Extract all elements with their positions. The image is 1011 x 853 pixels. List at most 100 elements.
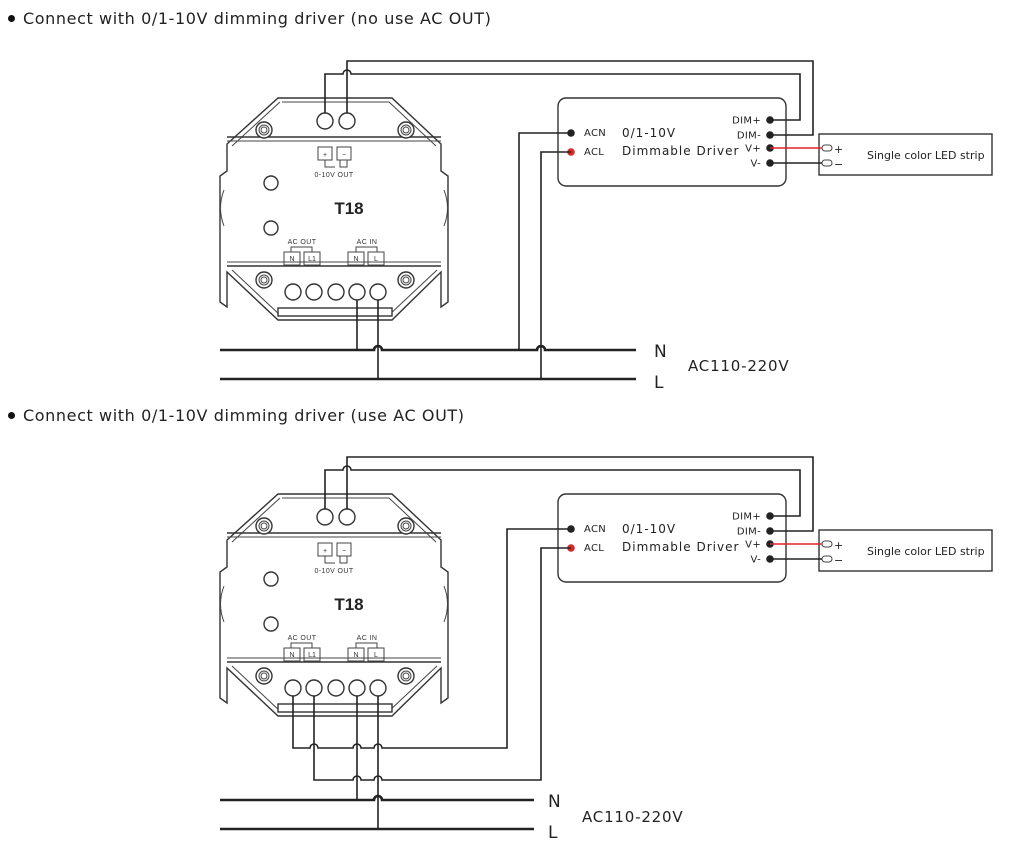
driver-terminal-acn-label: ACN [584, 524, 606, 535]
terminal-ac-out-l1-label: L1 [308, 256, 316, 263]
terminal-ac-in-l [367, 251, 385, 266]
mains-neutral [220, 344, 636, 352]
wire-ac-out-l1 [313, 547, 571, 781]
terminal-ac-in-l [367, 647, 385, 662]
terminal-ac-out-n [283, 647, 301, 662]
driver-terminal-acn-label: ACN [584, 128, 606, 139]
ac-in-label: AC IN [357, 635, 378, 642]
led-minus-label: − [834, 554, 843, 567]
knob-icon [263, 571, 279, 587]
driver-terminal-out-label-0: DIM+ [732, 512, 761, 523]
device-body [219, 493, 449, 717]
screw-icon [400, 124, 412, 136]
device-body [219, 97, 449, 321]
cable-gland-bottom-0 [284, 283, 302, 301]
mains-line-label: L [548, 823, 558, 843]
terminal-dim-plus-label: + [323, 548, 327, 555]
terminal-ac-in-n [347, 647, 365, 662]
mains-neutral [220, 794, 534, 802]
knob-icon [263, 616, 279, 632]
terminal-ac-out-n-label: N [289, 652, 294, 659]
screw-icon [397, 517, 415, 535]
led-plus-label: + [834, 539, 843, 552]
driver-terminal-out-label-3: V- [751, 159, 762, 170]
device-side-grip [220, 585, 225, 623]
terminal-bracket [290, 642, 378, 648]
cable-gland-dim-minus [338, 508, 356, 526]
bullet-icon [8, 412, 15, 419]
terminal-dim-minus [336, 146, 352, 161]
ac-out-label: AC OUT [288, 635, 317, 642]
device-side-grip [220, 189, 225, 227]
screw-icon [258, 124, 270, 136]
led-strip-label: Single color LED strip [867, 545, 985, 558]
cable-gland-bottom-4 [369, 283, 387, 301]
led-strip [818, 529, 993, 572]
wire-dim-minus [346, 456, 814, 532]
driver-title-line2: Dimmable Driver [622, 144, 739, 158]
driver-terminal-out-label-1: DIM- [737, 131, 761, 142]
terminal-ac-in-n-label: N [353, 652, 358, 659]
terminal-ac-out-n [283, 251, 301, 266]
screw-icon [255, 517, 273, 535]
screw-icon [258, 520, 270, 532]
led-strip [818, 133, 993, 176]
cable-gland-bottom-1 [305, 283, 323, 301]
screw-icon [260, 672, 268, 680]
cable-gland-bottom-1 [305, 679, 323, 697]
wire-dim-minus [346, 60, 814, 136]
screw-icon [397, 667, 415, 685]
dimmable-driver [557, 493, 787, 583]
led-strip-label: Single color LED strip [867, 149, 985, 162]
knob-icon [263, 220, 279, 236]
cable-gland-bottom-3 [348, 283, 366, 301]
driver-terminal-out-label-3: V- [751, 555, 762, 566]
ground-symbol-icon [324, 556, 348, 564]
cable-gland-dim-plus [316, 112, 334, 130]
screw-icon [258, 670, 270, 682]
bullet-icon [8, 15, 15, 22]
driver-title-line1: 0/1-10V [622, 522, 676, 536]
driver-terminal-acl-label: ACL [584, 147, 604, 158]
dim-out-label: 0-10V OUT [315, 172, 354, 179]
mains-voltage-label: AC110-220V [688, 357, 789, 375]
mains-neutral-label: N [548, 792, 561, 812]
screw-icon [255, 271, 273, 289]
driver-terminal-acl-label: ACL [584, 543, 604, 554]
cable-gland-bottom-2 [327, 283, 345, 301]
screw-icon [260, 522, 268, 530]
driver-terminal-out-label-1: DIM- [737, 527, 761, 538]
screw-icon [402, 276, 410, 284]
dimmable-driver [557, 97, 787, 187]
device-base-plate [277, 307, 393, 317]
cable-gland-bottom-0 [284, 679, 302, 697]
device-body-edge [231, 101, 437, 147]
device-side-grip [443, 189, 448, 227]
screw-icon [400, 520, 412, 532]
led-minus-label: − [834, 158, 843, 171]
terminal-ac-out-l1 [303, 647, 321, 662]
terminal-dim-minus-label: − [342, 548, 346, 555]
driver-title-line2: Dimmable Driver [622, 540, 739, 554]
heading-text: Connect with 0/1-10V dimming driver (no … [23, 9, 492, 28]
section-heading-no-ac-out: Connect with 0/1-10V dimming driver (no … [8, 9, 491, 28]
knob-icon [263, 175, 279, 191]
terminal-dim-minus [336, 542, 352, 557]
cable-gland-bottom-4 [369, 679, 387, 697]
screw-icon [258, 274, 270, 286]
device-model: T18 [334, 199, 363, 218]
device-model: T18 [334, 595, 363, 614]
led-plus-label: + [834, 143, 843, 156]
mains-voltage-label: AC110-220V [582, 808, 683, 826]
device-body-edge [231, 497, 437, 543]
dim-out-label: 0-10V OUT [315, 568, 354, 575]
driver-title-line1: 0/1-10V [622, 126, 676, 140]
driver-terminal-out-label-2: V+ [745, 144, 761, 155]
terminal-ac-in-n [347, 251, 365, 266]
screw-icon [402, 126, 410, 134]
screw-icon [397, 121, 415, 139]
section-heading-use-ac-out: Connect with 0/1-10V dimming driver (use… [8, 406, 465, 425]
